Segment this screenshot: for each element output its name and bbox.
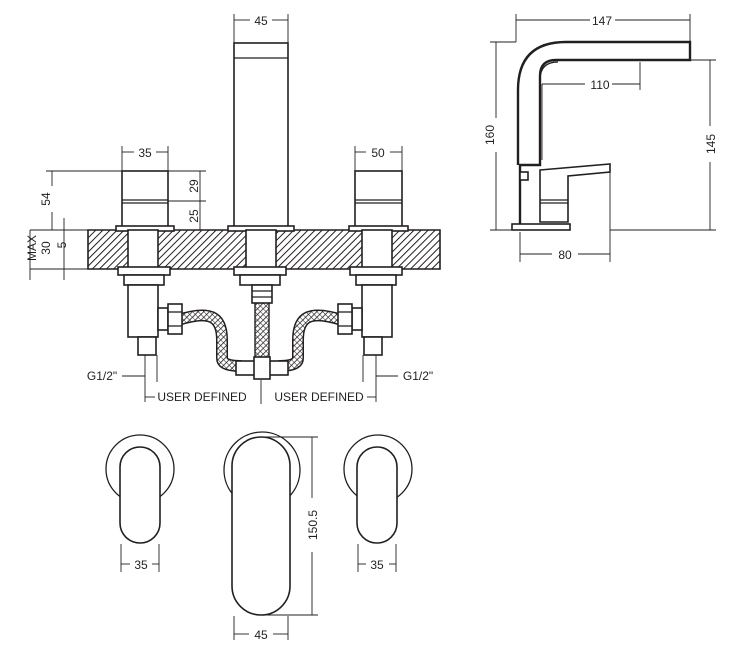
dimension-left-handle-width: 35 xyxy=(121,146,169,171)
label-max: MAX xyxy=(25,235,39,261)
plan-spout: 150.5 45 xyxy=(223,431,320,642)
flexible-hoses xyxy=(172,299,348,380)
label-plan-spout-length: 150.5 xyxy=(306,510,320,540)
label-deck-min: 5 xyxy=(55,241,69,248)
dimension-handle-height: 54 xyxy=(39,170,122,230)
spout xyxy=(227,42,295,232)
dimension-side-spout-reach: 110 xyxy=(541,62,641,160)
label-plan-right-handle: 35 xyxy=(370,558,384,572)
dimension-deck-thickness: MAX 30 5 xyxy=(25,218,88,280)
dimension-side-total-reach: 147 xyxy=(515,14,691,42)
left-valve xyxy=(127,284,183,356)
label-thread-right: G1/2" xyxy=(403,369,433,383)
label-left-handle-width: 35 xyxy=(138,146,152,160)
dimension-side-base: 80 xyxy=(519,172,611,262)
label-thread-left: G1/2" xyxy=(87,369,117,383)
plan-right-handle: 35 xyxy=(343,434,413,572)
plan-view: 35 35 150.5 45 xyxy=(105,431,413,642)
label-handle-lower: 25 xyxy=(187,209,201,223)
label-plan-left-handle: 35 xyxy=(134,558,148,572)
label-handle-height: 54 xyxy=(39,192,53,206)
plan-left-handle: 35 xyxy=(105,434,175,572)
label-side-spout-reach: 110 xyxy=(590,78,609,92)
dimension-handle-segments: 29 25 xyxy=(168,170,206,230)
dimension-threads: G1/2" G1/2" xyxy=(87,355,433,402)
label-plan-spout-width: 45 xyxy=(254,628,268,642)
shanks xyxy=(117,229,403,286)
front-elevation: 45 35 50 54 29 25 xyxy=(25,14,441,404)
side-elevation: 147 110 160 145 80 xyxy=(483,14,718,262)
label-side-outlet-height: 145 xyxy=(704,134,718,154)
spout-connector xyxy=(251,284,273,304)
label-side-total-reach: 147 xyxy=(592,14,612,28)
dimension-spout-width: 45 xyxy=(233,14,289,43)
label-right-handle-width: 50 xyxy=(371,146,385,160)
right-valve xyxy=(337,284,393,356)
left-handle xyxy=(115,170,175,232)
dimension-side-outlet-height: 145 xyxy=(610,59,718,231)
label-user-defined-right: USER DEFINED xyxy=(274,390,364,404)
label-max-value: 30 xyxy=(39,241,53,255)
label-user-defined-left: USER DEFINED xyxy=(157,390,247,404)
dimension-side-total-height: 160 xyxy=(483,41,516,231)
right-handle xyxy=(348,170,409,232)
dimension-user-defined: USER DEFINED USER DEFINED xyxy=(145,380,376,404)
dimension-right-handle-width: 50 xyxy=(354,146,403,171)
label-side-total-height: 160 xyxy=(483,125,497,145)
label-side-base: 80 xyxy=(558,248,572,262)
label-spout-width: 45 xyxy=(254,14,268,28)
side-handle xyxy=(539,163,611,223)
label-handle-upper: 29 xyxy=(187,179,201,193)
